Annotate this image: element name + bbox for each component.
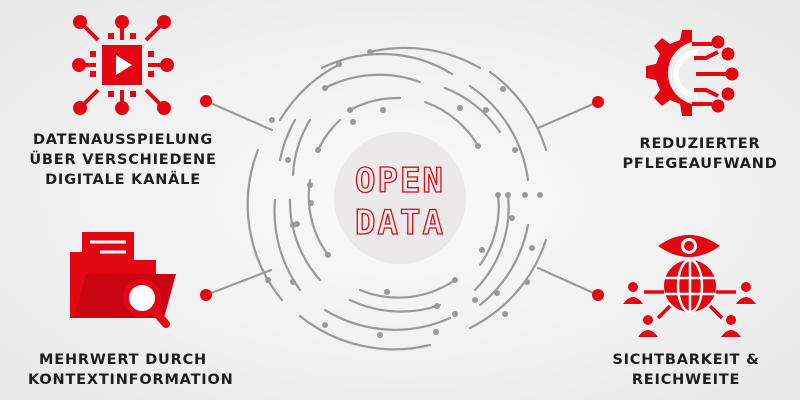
- label-bottom-right: SICHTBARKEIT & REICHWEITE: [586, 350, 786, 390]
- label-line: REICHWEITE: [631, 372, 741, 388]
- label-line: DATENAUSSPIELUNG: [32, 132, 214, 148]
- title-line-1: OPEN: [354, 160, 445, 201]
- chip-play-icon: [72, 15, 174, 115]
- label-line: DIGITALE KANÄLE: [45, 172, 201, 188]
- connector-dot-top-right: [592, 96, 604, 108]
- open-data-title: OPEN DATA: [320, 160, 480, 244]
- gear-circuit-icon: [646, 30, 739, 116]
- label-line: REDUZIERTER: [639, 136, 761, 152]
- folder-search-icon: [70, 232, 176, 328]
- connector-dot-top-left: [200, 95, 212, 107]
- label-top-right: REDUZIERTER PFLEGEAUFWAND: [600, 134, 800, 174]
- title-line-2: DATA: [354, 202, 445, 243]
- eye-globe-network-icon: [623, 235, 756, 337]
- label-line: SICHTBARKEIT &: [612, 352, 760, 368]
- connector-dot-bottom-left: [200, 289, 212, 301]
- connector-dot-bottom-right: [592, 289, 604, 301]
- label-line: ÜBER VERSCHIEDENE: [29, 152, 217, 168]
- label-line: MEHRWERT DURCH: [39, 352, 207, 368]
- label-line: PFLEGEAUFWAND: [622, 156, 778, 172]
- center-disc: [334, 132, 466, 264]
- label-bottom-left: MEHRWERT DURCH KONTEXTINFORMATION: [28, 350, 234, 390]
- label-line: KONTEXTINFORMATION: [28, 372, 234, 388]
- label-top-left: DATENAUSSPIELUNG ÜBER VERSCHIEDENE DIGIT…: [28, 130, 218, 190]
